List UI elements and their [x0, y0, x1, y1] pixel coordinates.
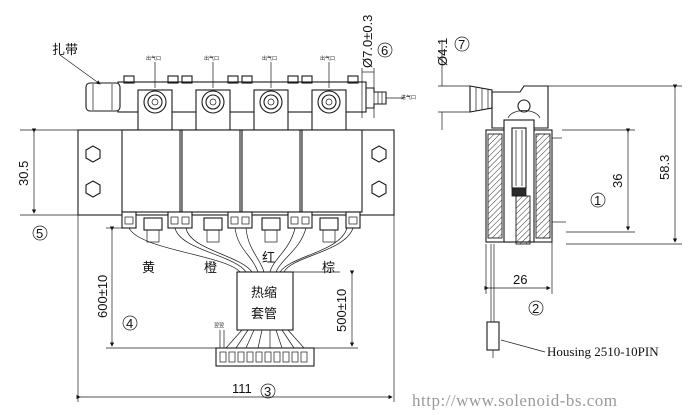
svg-text:1: 1: [594, 193, 601, 208]
port-label-4: 出气口: [320, 55, 335, 62]
wire-color-red: 红: [262, 250, 275, 266]
wire-color-yellow: 黄: [142, 261, 155, 276]
mount-hole-left-bottom: [85, 180, 101, 198]
side-connector: [486, 321, 500, 351]
front-dimensions: 30.5 600±10 500±10 111 Ø7.0±0.3: [16, 15, 395, 402]
mount-hole-right-bottom: [371, 180, 387, 198]
heat-shrink-sleeve: [236, 271, 294, 331]
sleeve-text-1: 热缩: [251, 285, 277, 301]
valve-bodies: [121, 129, 363, 213]
svg-text:7: 7: [458, 37, 465, 52]
callout-3: 3: [260, 383, 276, 399]
outlet-port-2: 出气口: [195, 55, 231, 131]
svg-text:4: 4: [126, 316, 133, 331]
strap: [85, 82, 121, 112]
outlet-port-4: 出气口: [311, 55, 347, 131]
dim-36: 36: [610, 174, 625, 188]
inlet-label: 进气口: [401, 94, 416, 101]
dim-500: 500±10: [334, 289, 349, 332]
coil-right-winding: [535, 133, 551, 239]
outlet-port-1: 出气口: [137, 55, 173, 131]
wire-harness: [128, 227, 354, 273]
mount-hole-right-top: [371, 145, 387, 163]
callout-1: 1: [590, 192, 606, 208]
callout-4: 4: [122, 315, 138, 331]
ten-pin-connector: [215, 347, 315, 367]
port-label-2: 出气口: [204, 55, 219, 62]
dim-30-5: 30.5: [16, 161, 31, 186]
wire-color-brown: 棕: [322, 261, 335, 276]
svg-text:6: 6: [381, 43, 388, 58]
outlet-port-3: 出气口: [253, 55, 289, 131]
inlet-nozzle: 进气口: [366, 87, 416, 109]
mount-hole-left-top: [85, 145, 101, 163]
housing-label: Housing 2510-10PIN: [547, 344, 659, 359]
plunger: [511, 127, 527, 189]
side-nozzle: [469, 85, 493, 113]
dim-dia-4-1: Ø4.1: [435, 38, 450, 66]
sleeve-text-2: 套管: [251, 306, 277, 322]
callout-7: 7: [454, 36, 470, 52]
side-view: Housing 2510-10PIN: [469, 85, 659, 359]
dim-600: 600±10: [95, 275, 110, 318]
callout-2: 2: [528, 300, 544, 316]
svg-text:3: 3: [264, 384, 271, 399]
manifold-bumps: [123, 75, 359, 84]
pin-mark: 翌翌: [214, 323, 224, 329]
strap-label: 扎带: [52, 43, 78, 58]
sleeve-to-connector-wires: [225, 329, 305, 349]
port-label-3: 出气口: [262, 55, 277, 62]
watermark: http://www.solenoid-bs.com: [412, 391, 618, 410]
front-view: 扎带 出气口 出气口 出气口 出气口: [52, 43, 416, 367]
port-label-1: 出气口: [146, 55, 161, 62]
svg-text:2: 2: [532, 301, 539, 316]
coil-left-winding: [487, 133, 503, 239]
callout-5: 5: [32, 225, 48, 241]
svg-text:5: 5: [36, 226, 43, 241]
wire-color-orange: 橙: [204, 261, 217, 276]
dim-dia-7: Ø7.0±0.3: [360, 15, 375, 68]
dim-26: 26: [513, 272, 527, 287]
core: [515, 195, 531, 245]
callout-6: 6: [377, 42, 393, 58]
dim-58-3: 58.3: [657, 155, 672, 180]
dim-111: 111: [232, 381, 252, 396]
side-dimensions: Ø4.1 36 58.3 26: [435, 38, 682, 294]
connectors: [121, 211, 361, 243]
